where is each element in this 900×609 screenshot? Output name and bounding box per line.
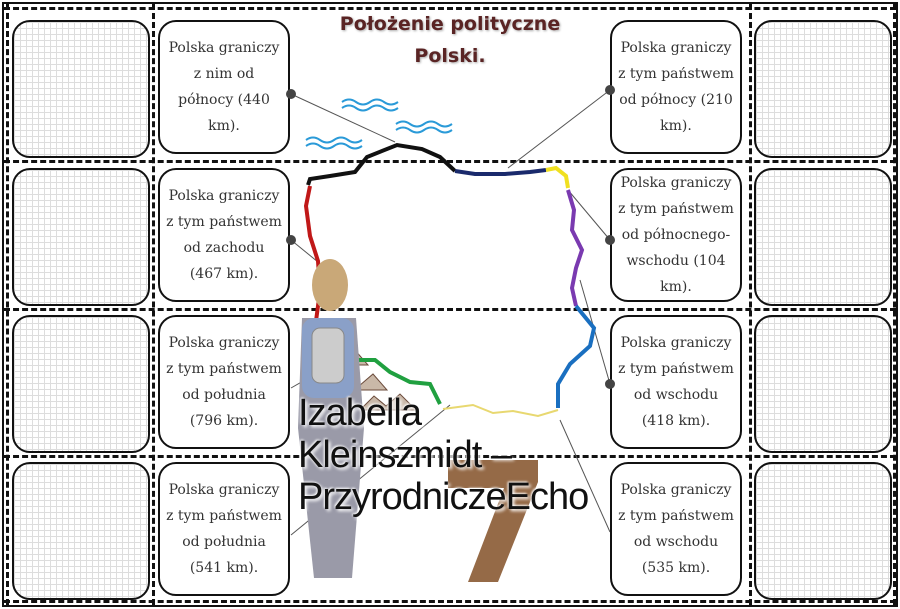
pointer-dot [605,235,615,245]
divider [749,4,752,605]
divider [893,4,896,605]
flag-grid-box[interactable] [754,20,892,158]
clue-box-east-2: Polska graniczy z tym państwem od wschod… [610,462,742,596]
number-seven-logo [448,460,538,582]
clue-box-south: Polska graniczy z tym państwem od połudn… [158,315,290,449]
border-sea [306,142,457,186]
border-belarus [566,189,585,307]
flag-grid-box[interactable] [754,315,892,453]
divider [152,4,155,605]
clue-box-north-2: Polska graniczy z tym państwem od północ… [610,20,742,154]
clue-box-north: Polska graniczy z nim od północy (440 km… [158,20,290,154]
border-slovakia [442,403,559,418]
flag-grid-box[interactable] [12,462,150,600]
border-ukraine [556,304,597,408]
pointer-dot [605,85,615,95]
title-line: Polski. [414,45,486,67]
pointer-lines [290,89,611,536]
flag-grid-box[interactable] [12,315,150,453]
flag-grid-box[interactable] [754,168,892,306]
title-line: Położenie polityczne [339,13,561,35]
watermark-brand: PrzyrodniczeEcho [298,476,589,518]
watermark-author: Izabella Kleinszmidt – [298,392,512,476]
divider [4,308,896,311]
border-lithuania [545,165,570,189]
flag-grid-box[interactable] [12,20,150,158]
clue-box-northeast: Polska graniczy z tym państwem od północ… [610,168,742,302]
pointer-dot [286,235,296,245]
clue-box-east: Polska graniczy z tym państwem od wschod… [610,315,742,449]
page-title: Położenie polityczne Polski. [300,8,600,72]
clue-box-south-2: Polska graniczy z tym państwem od połudn… [158,462,290,596]
sea-waves-icon [305,98,453,150]
watermark: Izabella Kleinszmidt – PrzyrodniczeEcho [298,392,608,518]
flag-grid-box[interactable] [12,168,150,306]
clue-box-west: Polska graniczy z tym państwem od zachod… [158,168,290,302]
border-russia [454,168,547,176]
divider [4,160,896,163]
pointer-dot [286,89,296,99]
person-photo [298,259,364,578]
divider [4,600,896,603]
flag-grid-box[interactable] [754,462,892,600]
pointer-dot [605,379,615,389]
divider [6,4,9,605]
divider [4,455,896,458]
divider [4,7,896,10]
